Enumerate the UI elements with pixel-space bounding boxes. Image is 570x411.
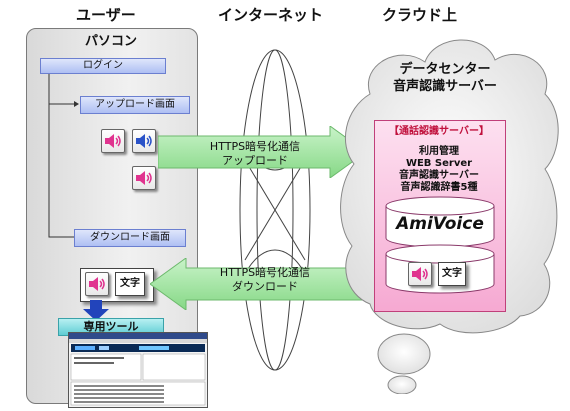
upload-screen-box[interactable]: アップロード画面 [80, 96, 190, 114]
document-icon: 文字 [115, 272, 145, 296]
header-cloud: クラウド上 [382, 6, 458, 24]
internet-globe [239, 49, 311, 371]
document-icon: 文字 [438, 262, 466, 286]
server-item: 音声認識サーバー [399, 170, 479, 181]
speaker-icon [101, 129, 125, 153]
speech-server-title: 音声認識サーバー [393, 79, 497, 94]
download-screen-box[interactable]: ダウンロード画面 [74, 229, 186, 247]
amivoice-logo: AmiVoice [396, 214, 484, 234]
down-arrow-icon [83, 300, 109, 321]
server-item: 利用管理 [419, 146, 459, 157]
pc-title: パソコン [84, 34, 137, 49]
speaker-icon [85, 272, 109, 296]
datacenter-title: データセンター [399, 62, 491, 77]
upload-label-2: アップロード [222, 154, 288, 167]
moji-label: 文字 [120, 278, 140, 289]
download-label-1: HTTPS暗号化通信 [219, 266, 311, 279]
header-internet: インターネット [218, 6, 324, 24]
upload-label-1: HTTPS暗号化通信 [209, 140, 301, 153]
speaker-icon [132, 129, 156, 153]
header-user: ユーザー [76, 6, 136, 24]
screenshot-thumbnail [68, 332, 208, 408]
download-label-2: ダウンロード [232, 280, 298, 293]
dedicated-tool-label[interactable]: 専用ツール [58, 318, 164, 336]
server-item: 音声認識辞書5種 [400, 182, 478, 193]
server-heading: 【通話認識サーバー】 [389, 126, 489, 137]
speaker-icon [132, 166, 156, 190]
login-box[interactable]: ログイン [40, 58, 166, 74]
upload-arrow [158, 126, 367, 178]
moji-label: 文字 [442, 268, 462, 279]
speaker-icon [408, 262, 432, 286]
server-item: WEB Server [405, 158, 473, 169]
